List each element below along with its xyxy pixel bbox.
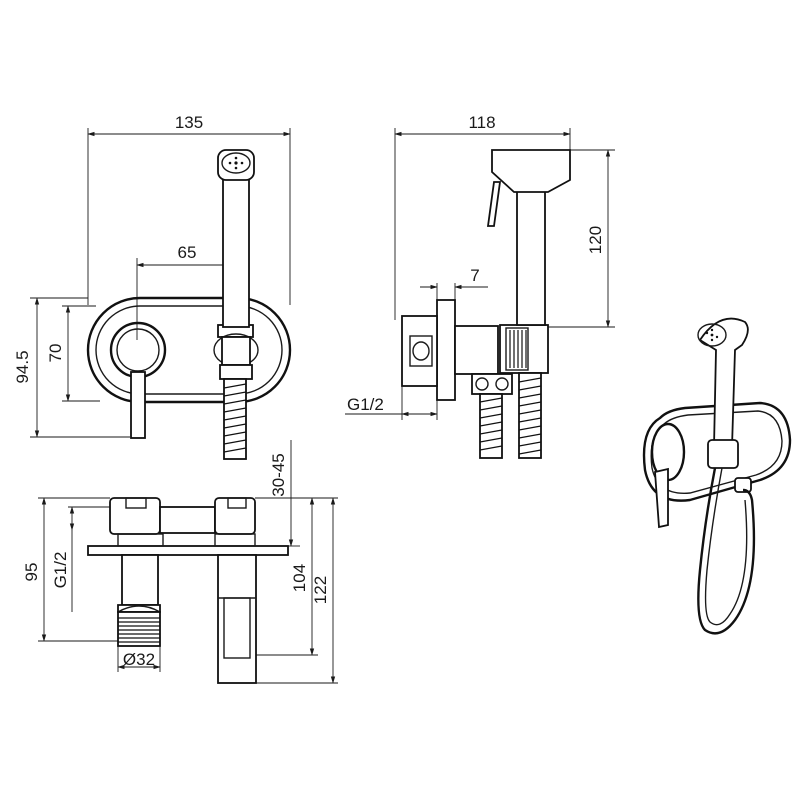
dim-label-7: 7 — [470, 266, 479, 285]
dim-label-65: 65 — [178, 243, 197, 262]
hoses-side — [479, 372, 542, 459]
trigger-lever — [486, 181, 502, 227]
hand-shower-side — [516, 184, 546, 326]
iso-wall-plate — [642, 401, 792, 502]
dim-label-30-45: 30-45 — [269, 453, 288, 496]
dim-label-118: 118 — [468, 113, 495, 132]
valve-bridge — [159, 506, 216, 534]
dim-label-104: 104 — [290, 564, 309, 592]
wall-plate-inner — [95, 305, 283, 395]
hand-shower-head-side — [491, 149, 571, 193]
knob-knurl — [118, 617, 160, 643]
dim-label-122: 122 — [311, 576, 330, 604]
cover-body — [454, 325, 499, 375]
wall-plate-outer — [86, 296, 292, 404]
section-view: 30-45 104 122 95 G1/2 — [22, 440, 338, 684]
dim-label-section-g12: G1/2 — [51, 552, 70, 589]
mixer-knob — [109, 321, 167, 379]
perspective-view — [642, 317, 792, 635]
valve-body — [401, 315, 438, 387]
iso-hose-outer — [697, 467, 756, 635]
dim-label-120: 120 — [586, 226, 605, 254]
cover-plate-section — [87, 545, 289, 556]
dim-label-diameter: Ø32 — [123, 650, 155, 669]
hose-connector — [219, 364, 253, 380]
iso-lever — [654, 467, 669, 529]
dim-label-95: 95 — [22, 563, 41, 582]
plate-profile — [436, 299, 456, 401]
hand-shower-body — [222, 174, 250, 328]
dim-label-135: 135 — [175, 113, 203, 132]
hand-shower-head — [217, 149, 255, 181]
shower-holder — [499, 324, 549, 374]
dim-label-70: 70 — [46, 344, 65, 363]
valve-block-right — [214, 497, 256, 535]
iso-hand-shower — [698, 317, 749, 448]
dim-label-side-g12: G1/2 — [347, 395, 384, 414]
side-view: 118 120 7 — [345, 113, 615, 459]
hose — [223, 378, 247, 460]
mixer-lever — [130, 371, 146, 439]
holder-knurl — [509, 330, 527, 368]
valve-block-left — [109, 497, 161, 535]
section-knob-stem — [121, 554, 159, 606]
dim-label-94-5: 94.5 — [13, 350, 32, 383]
section-knob — [117, 611, 161, 647]
front-view: 135 65 94.5 70 — [13, 113, 292, 460]
iso-holder — [707, 439, 739, 469]
